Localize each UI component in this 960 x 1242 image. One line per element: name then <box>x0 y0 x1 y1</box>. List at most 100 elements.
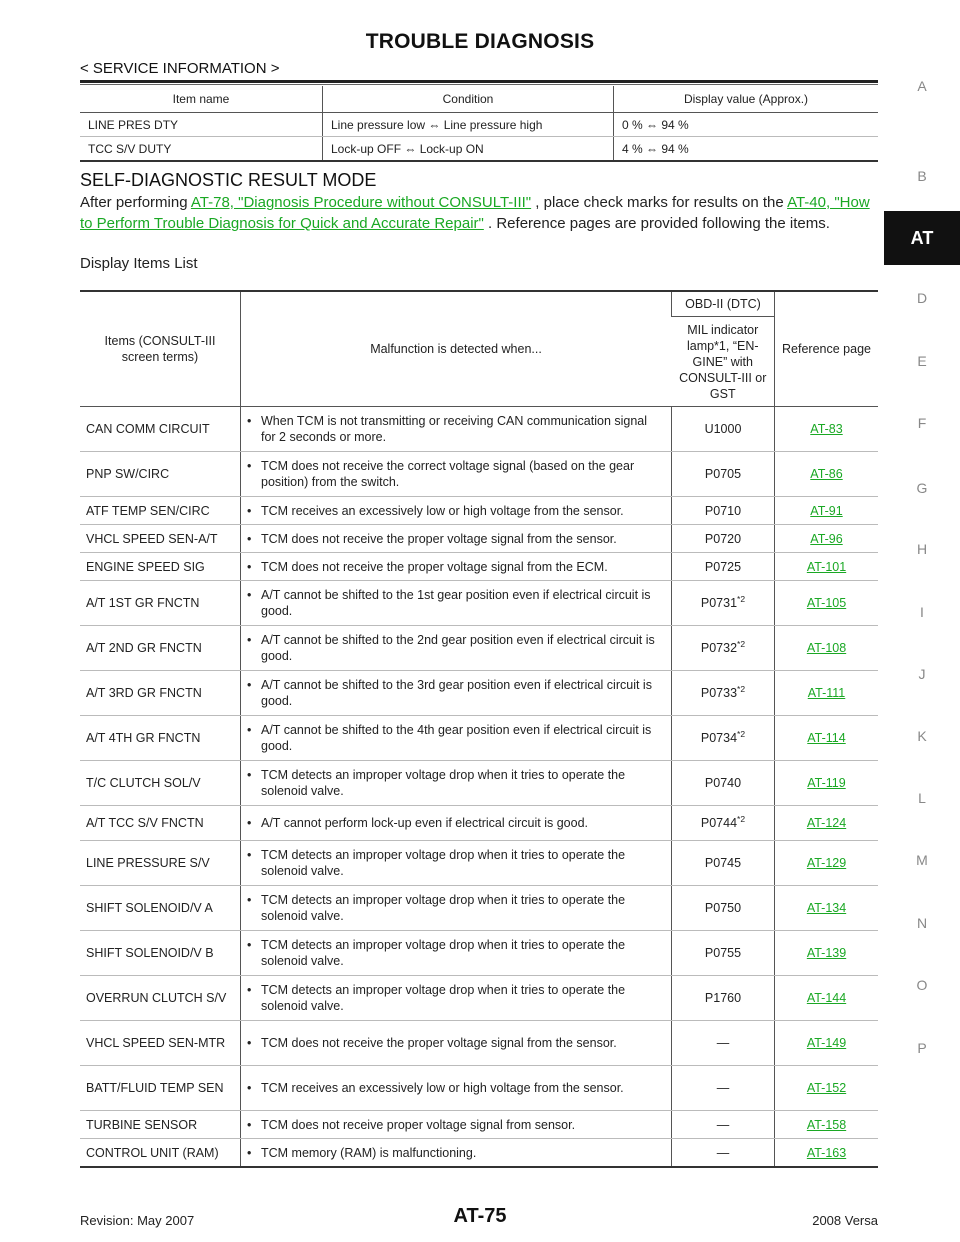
reference-cell: AT-163 <box>774 1138 878 1168</box>
item-term: ATF TEMP SEN/CIRC <box>80 496 241 525</box>
reference-link[interactable]: AT-108 <box>806 641 847 655</box>
malfunction-text: TCM detects an improper voltage drop whe… <box>261 893 626 923</box>
dtc-cell: P0710 <box>671 496 775 525</box>
side-index-letter[interactable]: F <box>917 415 927 431</box>
bullet: • <box>247 1036 252 1050</box>
dtc-code: — <box>716 1117 730 1132</box>
malfunction-text: A/T cannot be shifted to the 2nd gear po… <box>261 633 655 663</box>
malfunction-cell: •A/T cannot be shifted to the 2nd gear p… <box>240 625 672 671</box>
items-table-body: CAN COMM CIRCUIT•When TCM is not transmi… <box>80 406 878 1168</box>
dtc-code: P0750 <box>704 901 742 915</box>
dtc-cell: P0733*2 <box>671 670 775 716</box>
side-index-letter[interactable]: M <box>916 852 928 868</box>
reference-link[interactable]: AT-101 <box>806 559 847 574</box>
malfunction-text: TCM does not receive the correct voltage… <box>261 459 635 489</box>
reference-cell: AT-152 <box>774 1065 878 1111</box>
malfunction-text: TCM does not receive the proper voltage … <box>261 559 608 574</box>
malfunction-text: TCM detects an improper voltage drop whe… <box>261 938 626 968</box>
reference-link[interactable]: AT-134 <box>806 901 847 915</box>
bullet: • <box>247 938 252 952</box>
malfunction-cell: •TCM detects an improper voltage drop wh… <box>240 840 672 886</box>
side-index-letter[interactable]: D <box>916 290 928 306</box>
side-index-letter[interactable]: G <box>916 480 928 496</box>
reference-link[interactable]: AT-119 <box>807 776 846 790</box>
item-term: A/T 4TH GR FNCTN <box>80 715 241 761</box>
reference-cell: AT-158 <box>774 1110 878 1139</box>
malfunction-cell: •A/T cannot be shifted to the 3rd gear p… <box>240 670 672 716</box>
malfunction-cell: •TCM memory (RAM) is malfunctioning. <box>240 1138 672 1168</box>
reference-link[interactable]: AT-163 <box>806 1145 847 1160</box>
reference-cell: AT-101 <box>774 552 878 581</box>
item-term: A/T 1ST GR FNCTN <box>80 580 241 626</box>
malfunction-text: TCM detects an improper voltage drop whe… <box>261 768 626 798</box>
reference-cell: AT-91 <box>774 496 878 525</box>
bullet: • <box>247 723 252 737</box>
item-term: TURBINE SENSOR <box>80 1110 241 1139</box>
reference-cell: AT-114 <box>774 715 878 761</box>
reference-link[interactable]: AT-152 <box>806 1081 847 1095</box>
reference-link[interactable]: AT-96 <box>810 531 843 546</box>
reference-link[interactable]: AT-91 <box>810 503 843 518</box>
malfunction-cell: •A/T cannot be shifted to the 1st gear p… <box>240 580 672 626</box>
dtc-footnote: *2 <box>737 728 746 739</box>
malfunction-cell: •TCM detects an improper voltage drop wh… <box>240 975 672 1021</box>
dtc-code: P0755 <box>704 946 742 960</box>
reference-cell: AT-111 <box>774 670 878 716</box>
dtc-cell: P0720 <box>671 524 775 553</box>
dtc-code: U1000 <box>704 422 742 436</box>
reference-link[interactable]: AT-149 <box>806 1036 847 1050</box>
col-header-item-name: Item name <box>80 86 323 113</box>
side-index-letter[interactable]: K <box>917 728 927 744</box>
dtc-cell: — <box>671 1020 775 1066</box>
col-header-mil: MIL indicator lamp*1, “EN-GINE” with CON… <box>671 316 775 407</box>
side-index-letter[interactable]: O <box>916 977 928 993</box>
item-term: A/T 3RD GR FNCTN <box>80 670 241 716</box>
reference-link[interactable]: AT-144 <box>806 991 847 1005</box>
table-row: LINE PRES DTY Line pressure low ⇔ Line p… <box>80 112 878 137</box>
reference-link[interactable]: AT-139 <box>806 946 847 960</box>
reference-link[interactable]: AT-124 <box>806 816 847 830</box>
side-index-letter[interactable]: N <box>916 915 928 931</box>
reference-link[interactable]: AT-114 <box>807 731 846 745</box>
reference-link[interactable]: AT-129 <box>806 856 847 870</box>
dtc-cell: — <box>671 1065 775 1111</box>
footer-page-number: AT-75 <box>453 1205 507 1227</box>
reference-link[interactable]: AT-158 <box>806 1117 847 1132</box>
para-text: . Reference pages are provided following… <box>483 215 830 232</box>
malfunction-cell: •TCM detects an improper voltage drop wh… <box>240 885 672 931</box>
side-tab-active[interactable]: AT <box>884 211 960 265</box>
malfunction-text: A/T cannot perform lock-up even if elect… <box>261 816 588 830</box>
dtc-footnote: *2 <box>737 593 746 604</box>
malfunction-cell: • A/T cannot perform lock-up even if elec… <box>240 805 672 841</box>
item-term: OVERRUN CLUTCH S/V <box>80 975 241 1021</box>
side-index-letter[interactable]: A <box>917 78 927 94</box>
reference-cell: AT-134 <box>774 885 878 931</box>
reference-link[interactable]: AT-86 <box>810 467 843 481</box>
reference-link[interactable]: AT-83 <box>810 422 843 436</box>
reference-link[interactable]: AT-105 <box>806 596 847 610</box>
link-at-78[interactable]: AT-78, "Diagnosis Procedure without CONS… <box>190 194 532 211</box>
bullet: • <box>247 816 252 830</box>
side-index-letter[interactable]: H <box>916 541 928 557</box>
malfunction-text: TCM detects an improper voltage drop whe… <box>261 848 626 878</box>
side-index-letter[interactable]: L <box>918 790 926 806</box>
reference-cell: AT-108 <box>774 625 878 671</box>
item-term: PNP SW/CIRC <box>80 451 241 497</box>
col-header-condition: Condition <box>322 86 614 113</box>
item-term: ENGINE SPEED SIG <box>80 552 241 581</box>
malfunction-text: TCM does not receive proper voltage sign… <box>261 1117 576 1132</box>
side-index-letter[interactable]: P <box>917 1040 927 1056</box>
table-row: VHCL SPEED SEN-A/T•TCM does not receive … <box>80 524 878 553</box>
link-at-40[interactable]: AT-40, "How to Perform Trouble Diagnosis… <box>80 194 870 232</box>
side-index-letter[interactable]: J <box>918 666 926 682</box>
reference-cell: AT-129 <box>774 840 878 886</box>
reference-link[interactable]: AT-111 <box>807 686 846 700</box>
dtc-code: — <box>716 1145 730 1160</box>
col-header-malfunction: Malfunction is detected when... <box>240 290 672 407</box>
dtc-cell: P0705 <box>671 451 775 497</box>
bullet: • <box>247 678 252 692</box>
side-index-letter[interactable]: E <box>917 353 927 369</box>
bullet: • <box>247 531 252 546</box>
side-index-letter[interactable]: B <box>917 168 927 184</box>
side-index-letter[interactable]: I <box>920 604 924 620</box>
